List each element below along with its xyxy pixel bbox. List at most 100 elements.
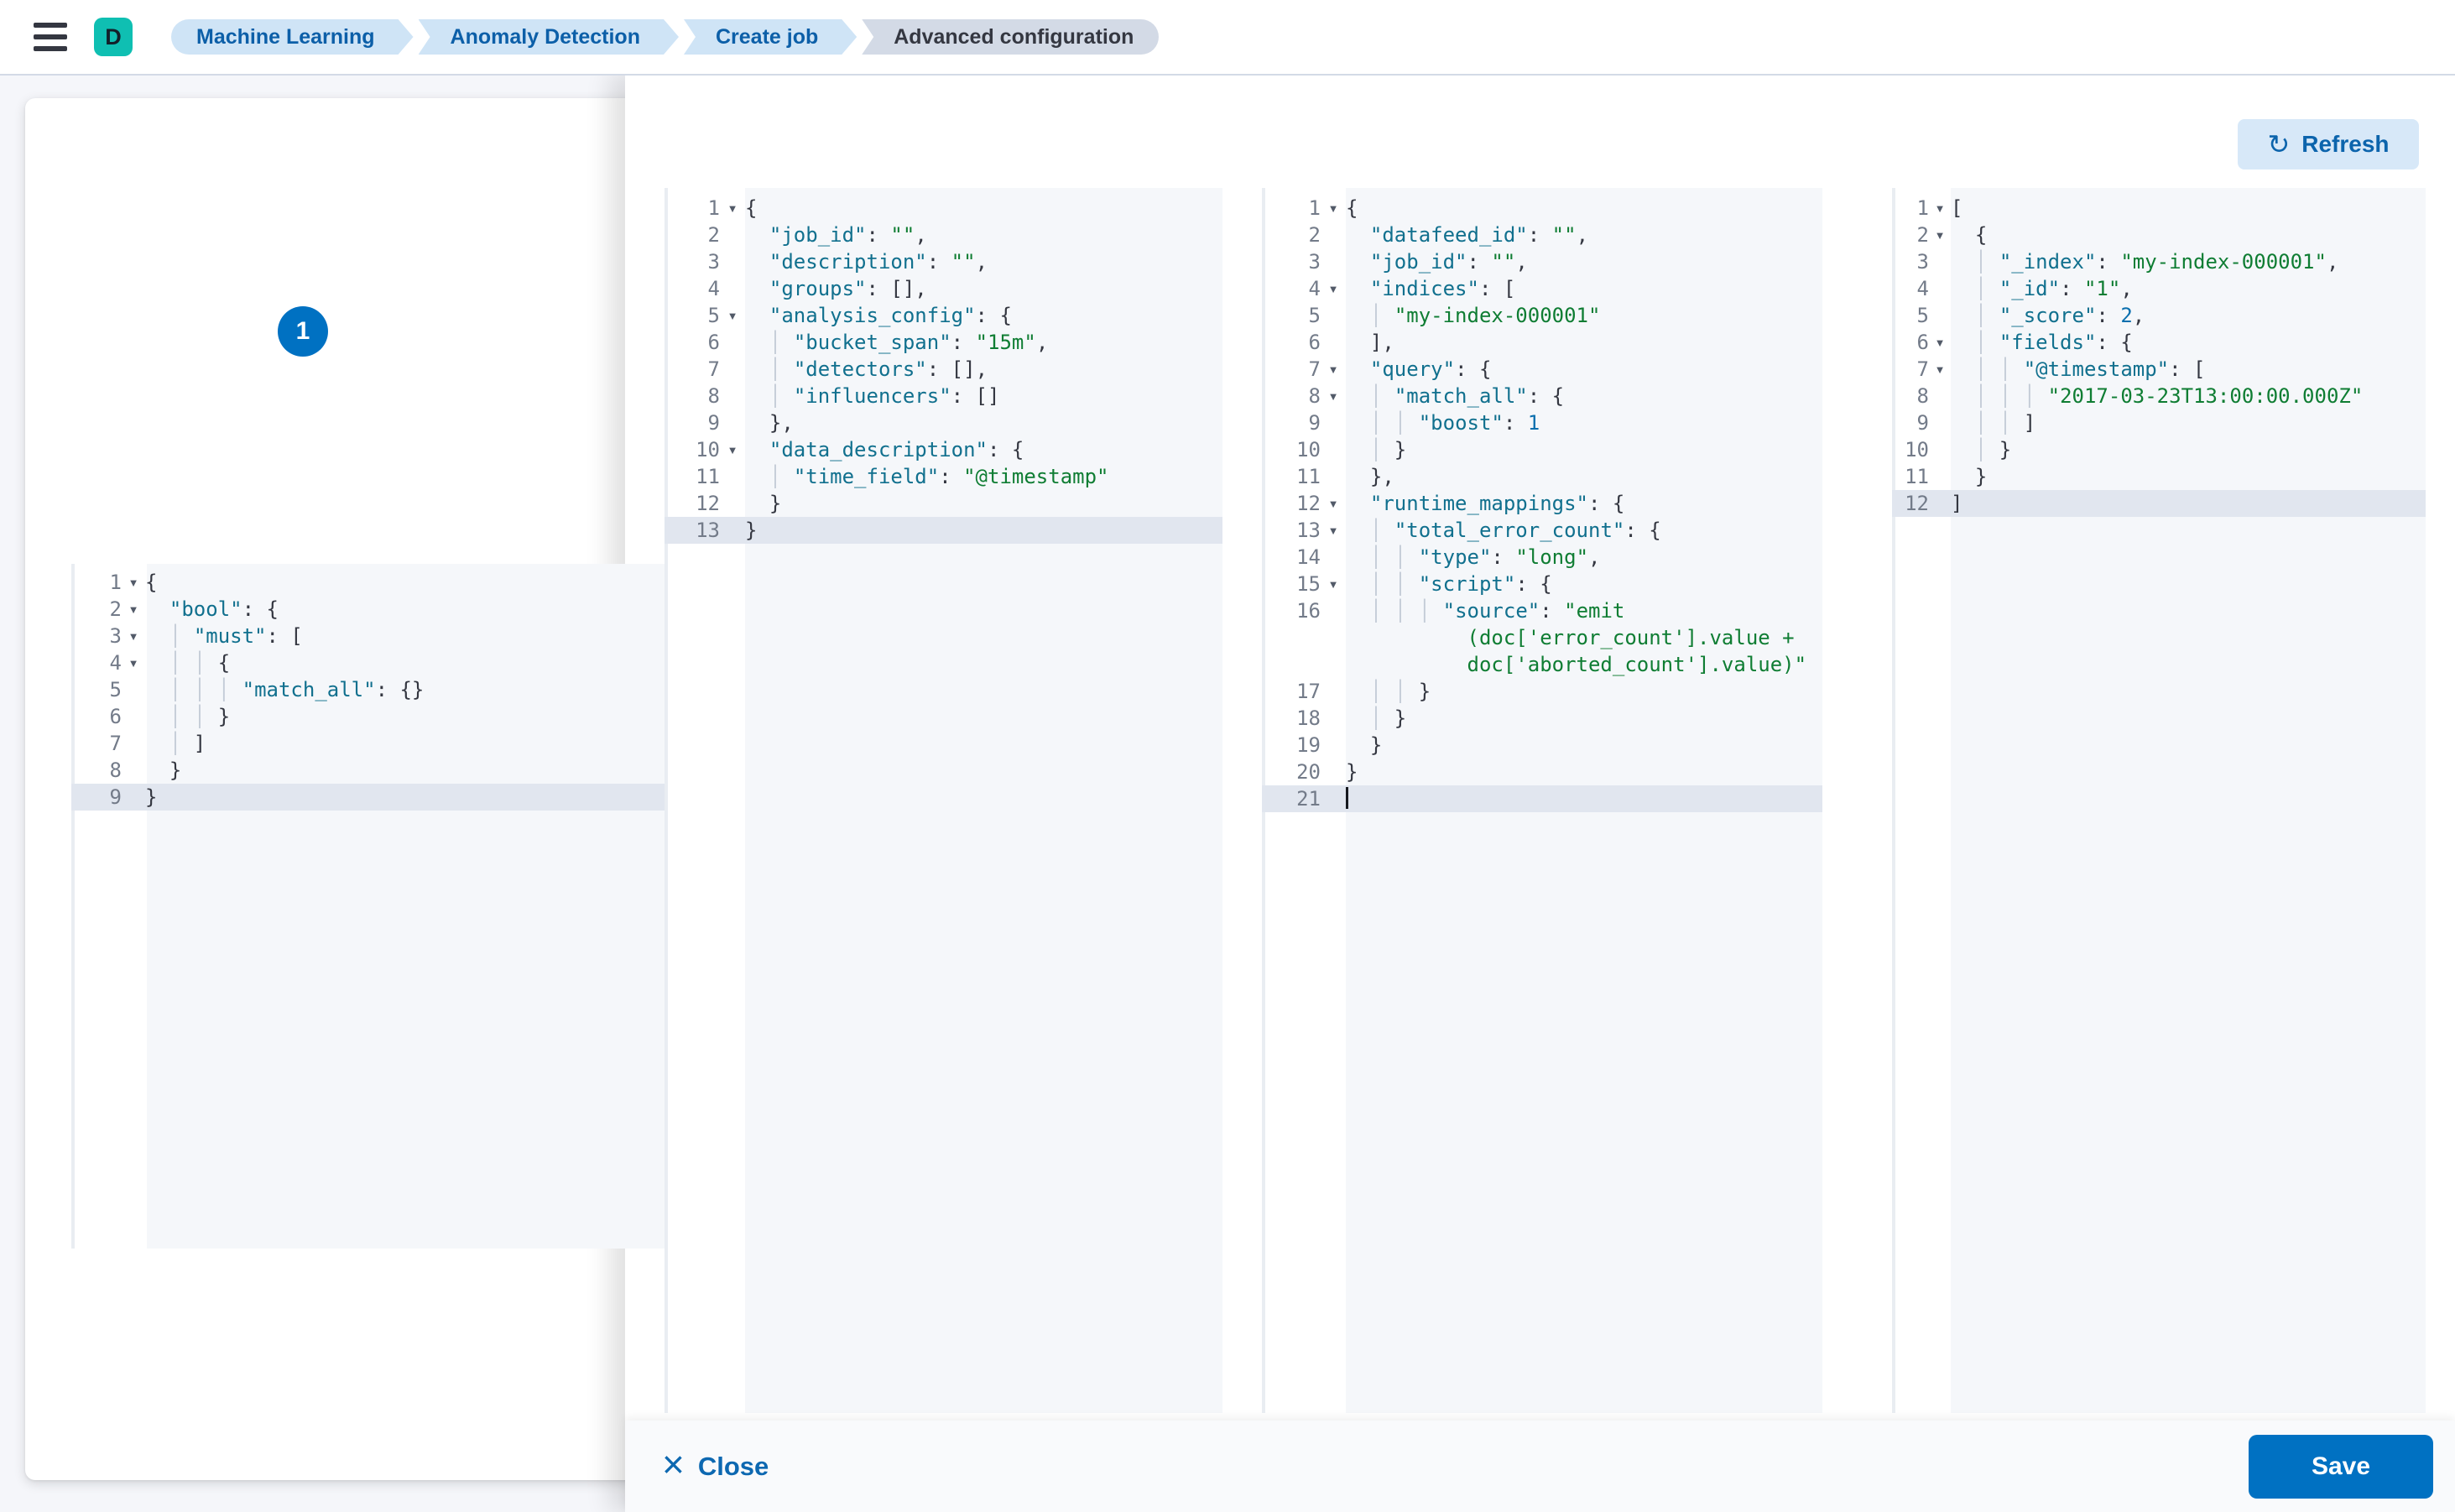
code-line: 4▼ "indices": [ xyxy=(1308,277,1516,300)
code-line: 12▼ "runtime_mappings": { xyxy=(1296,492,1625,515)
code-line: 12] xyxy=(1892,490,2426,517)
code-line: 4 │ "_id": "1", xyxy=(1916,277,2133,300)
job-config-json-editor[interactable]: 1▼{2 "job_id": "",3 "description": "",4 … xyxy=(665,188,1222,1413)
breadcrumb-advanced-configuration: Advanced configuration xyxy=(862,19,1160,55)
fold-slot xyxy=(720,356,745,383)
code-line: 8 │ │ │ "2017-03-23T13:00:00.000Z" xyxy=(1916,383,2364,409)
fold-arrow-icon[interactable]: ▼ xyxy=(1327,363,1339,376)
code-line: 5▼ "analysis_config": { xyxy=(707,304,1012,327)
close-icon: × xyxy=(662,1442,685,1486)
fold-arrow-icon[interactable]: ▼ xyxy=(1327,498,1339,510)
fold-slot xyxy=(1321,436,1346,463)
fold-arrow-icon[interactable]: ▼ xyxy=(1934,229,1946,242)
datafeed-preview-editor[interactable]: 1▼[2▼ {3 │ "_index": "my-index-000001",4… xyxy=(1892,188,2426,1413)
fold-slot xyxy=(122,730,145,757)
code-line: 10 │ } xyxy=(1905,438,2012,461)
code-line: 6 ], xyxy=(1308,331,1394,354)
code-line: 3 "description": "", xyxy=(707,248,988,275)
fold-slot xyxy=(1321,678,1346,705)
fold-arrow-icon[interactable]: ▼ xyxy=(128,603,139,616)
fold-arrow-icon[interactable]: ▼ xyxy=(1934,336,1946,349)
refresh-icon: ↻ xyxy=(2267,129,2291,159)
fold-arrow-icon[interactable]: ▼ xyxy=(1327,390,1339,403)
fold-slot xyxy=(1929,409,1951,436)
fold-slot xyxy=(122,703,145,730)
code-line: 10▼ "data_description": { xyxy=(696,438,1024,461)
fold-slot xyxy=(720,222,745,248)
fold-slot xyxy=(1321,463,1346,490)
close-button[interactable]: × Close xyxy=(662,1445,769,1483)
fold-slot xyxy=(720,463,745,490)
datafeed-config-json-editor[interactable]: 1▼{ 2 "datafeed_id": "",3 "job_id": "",4▼… xyxy=(1262,188,1822,1413)
code-line: 9 │ │ "boost": 1 xyxy=(1308,411,1540,435)
code-line: 2▼ { xyxy=(1916,223,1988,247)
fold-slot xyxy=(1321,624,1346,651)
hamburger-bar xyxy=(34,46,67,51)
code-line: 8 } xyxy=(109,759,182,782)
code-line: 9 │ │ ] xyxy=(1916,409,2036,436)
hamburger-bar xyxy=(34,34,67,39)
code-line: 13▼ │ "total_error_count": { xyxy=(1296,519,1661,542)
space-avatar[interactable]: D xyxy=(94,18,133,56)
code-line: 3 "job_id": "", xyxy=(1308,248,1528,275)
fold-slot xyxy=(1929,383,1951,409)
fold-slot xyxy=(1321,248,1346,275)
code-line: 4 "groups": [], xyxy=(707,275,927,302)
fold-arrow-icon[interactable]: ▼ xyxy=(727,310,738,322)
menu-hamburger-icon[interactable] xyxy=(34,23,67,51)
fold-arrow-icon[interactable]: ▼ xyxy=(128,630,139,643)
fold-arrow-icon[interactable]: ▼ xyxy=(1327,283,1339,295)
fold-slot xyxy=(720,275,745,302)
code-line: 8▼ │ "match_all": { xyxy=(1308,384,1565,408)
close-button-label: Close xyxy=(697,1451,769,1481)
fold-slot xyxy=(1321,705,1346,732)
code-line: 2 "job_id": "", xyxy=(707,222,927,248)
fold-arrow-icon[interactable]: ▼ xyxy=(1327,202,1339,215)
text-cursor xyxy=(1346,787,1348,809)
code-line: 7▼ "query": { xyxy=(1308,357,1492,381)
elasticsearch-query-editor[interactable]: 1▼{2▼ "bool": {3▼ │ "must": [4▼ │ │ {5 │… xyxy=(71,564,667,1249)
breadcrumb-create-job[interactable]: Create job xyxy=(684,19,857,55)
code-line: 17 │ │ } xyxy=(1296,678,1431,705)
breadcrumb-machine-learning[interactable]: Machine Learning xyxy=(171,19,414,55)
code-line: 1▼{ xyxy=(109,571,158,594)
fold-arrow-icon[interactable]: ▼ xyxy=(1934,363,1946,376)
code-line: 16 │ │ │ "source": "emit xyxy=(1296,599,1625,623)
hamburger-bar xyxy=(34,23,67,28)
fold-arrow-icon[interactable]: ▼ xyxy=(1327,524,1339,537)
step-1-indicator: 1 xyxy=(278,306,328,357)
fold-slot xyxy=(1321,759,1346,785)
code-line: 18 │ } xyxy=(1296,705,1407,732)
code-line: 6▼ │ "fields": { xyxy=(1916,331,2133,354)
fold-slot xyxy=(1321,302,1346,329)
code-line: 1▼{ xyxy=(707,196,758,220)
fold-arrow-icon[interactable]: ▼ xyxy=(1934,202,1946,215)
code-line: 5 │ │ │ "match_all": {} xyxy=(109,676,425,703)
fold-slot xyxy=(1929,490,1951,517)
fold-arrow-icon[interactable]: ▼ xyxy=(128,576,139,589)
code-line: 6 │ "bucket_span": "15m", xyxy=(707,329,1049,356)
fold-slot xyxy=(720,329,745,356)
code-line: 21 xyxy=(1262,785,1822,812)
fold-arrow-icon[interactable]: ▼ xyxy=(128,657,139,670)
save-button[interactable]: Save xyxy=(2249,1434,2433,1499)
refresh-button-label: Refresh xyxy=(2301,131,2390,157)
code-line: 12 } xyxy=(696,490,782,517)
fold-arrow-icon[interactable]: ▼ xyxy=(727,202,738,215)
code-line: 20} xyxy=(1296,759,1358,785)
fold-arrow-icon[interactable]: ▼ xyxy=(727,444,738,456)
fold-slot xyxy=(122,676,145,703)
fold-slot xyxy=(122,784,145,811)
fold-slot xyxy=(720,248,745,275)
fold-slot xyxy=(1321,651,1346,678)
code-line: 2 "datafeed_id": "", xyxy=(1308,223,1589,247)
fold-arrow-icon[interactable]: ▼ xyxy=(1327,578,1339,591)
refresh-button[interactable]: ↻ Refresh xyxy=(2238,119,2419,169)
code-line: 1▼{ xyxy=(1308,196,1358,220)
breadcrumb-anomaly-detection[interactable]: Anomaly Detection xyxy=(419,19,679,55)
fold-slot xyxy=(720,490,745,517)
code-line: 6 │ │ } xyxy=(109,703,231,730)
code-line: 7▼ │ │ "@timestamp": [ xyxy=(1916,357,2206,381)
